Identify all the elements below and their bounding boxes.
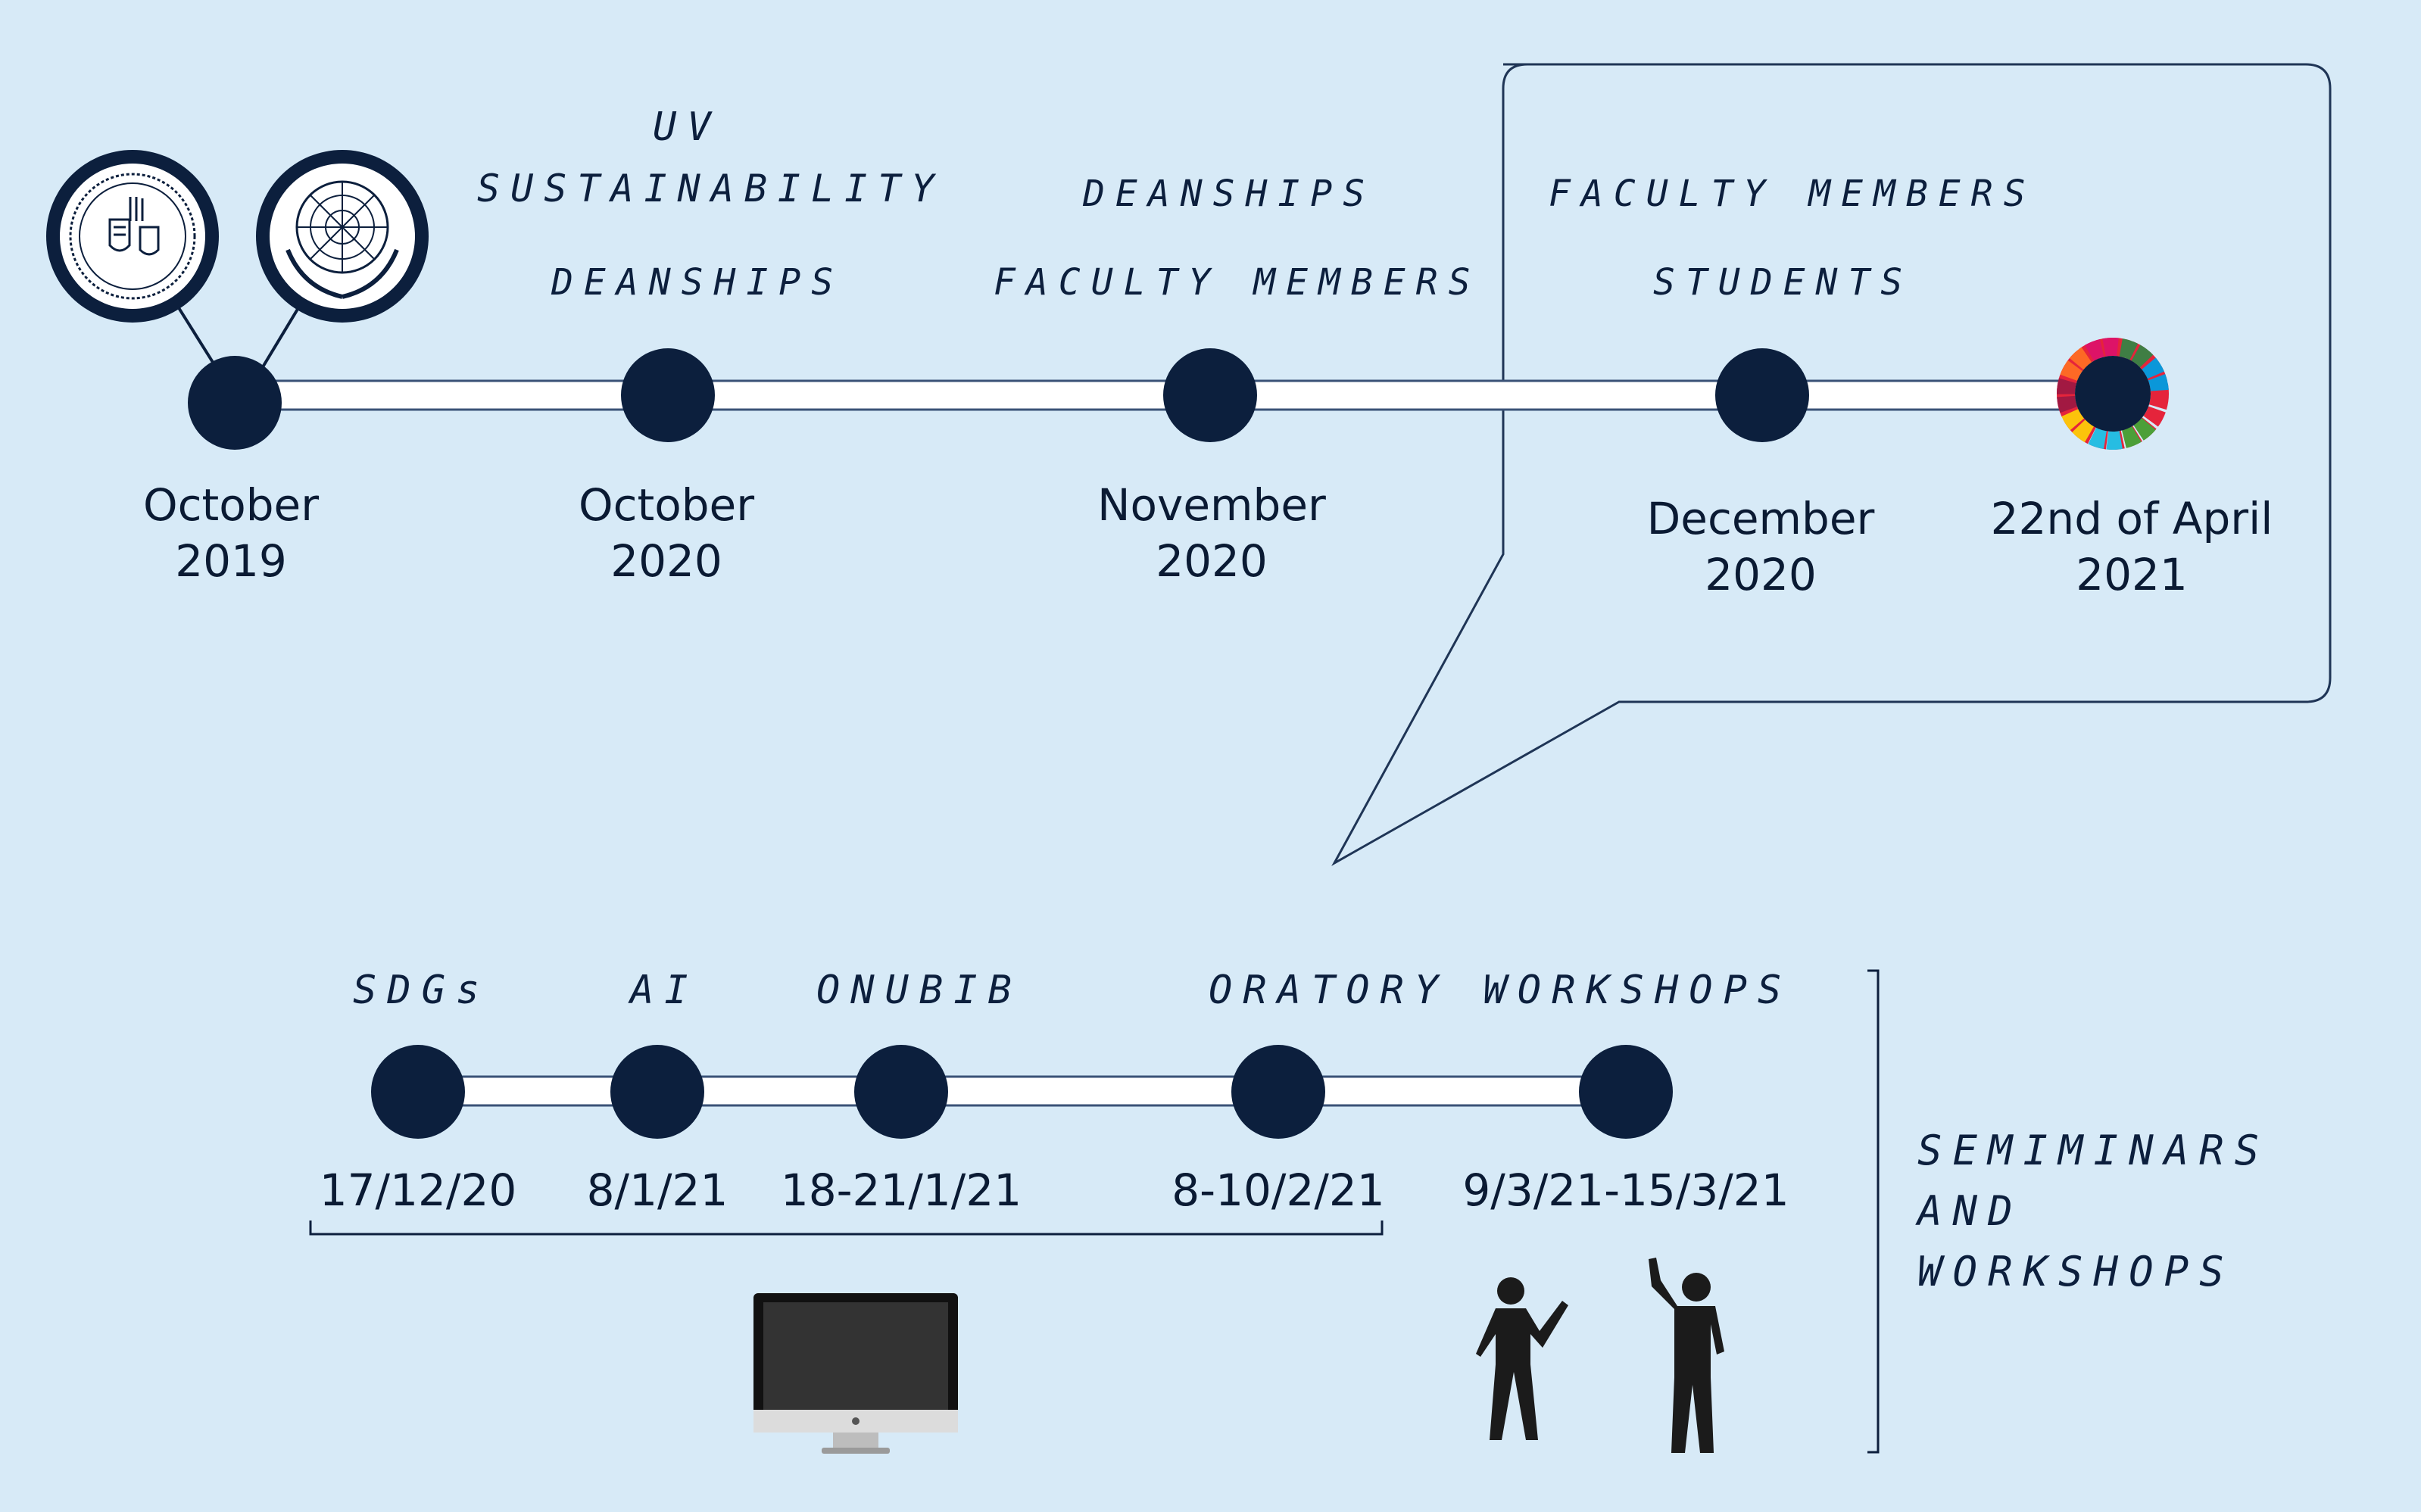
date-line1: October [578, 479, 755, 531]
timeline-node-nov-2020 [1163, 348, 1257, 442]
label-uv: UV [653, 104, 722, 150]
event-node-oratory [1231, 1045, 1325, 1139]
event-node-onubib [854, 1045, 948, 1139]
timeline-node-dec-2020 [1715, 348, 1809, 442]
date-line1: October [142, 479, 320, 531]
label-deanships-nov2020: Deanships [1083, 173, 1376, 215]
seminars-workshops-label: Semiminars and workshops [1917, 1121, 2270, 1302]
university-seal-logo [46, 150, 219, 323]
timeline-node-oct-2020 [621, 348, 715, 442]
date-oct-2019: October 2019 [114, 477, 348, 589]
event-title-sdgs: SDGs [353, 968, 491, 1013]
date-line2: 2020 [610, 535, 722, 587]
event-node-ai [610, 1045, 704, 1139]
label-deanships-oct2020: Deanships [551, 261, 844, 304]
event-date-ai: 8/1/21 [586, 1164, 728, 1216]
label-faculty-nov2020: Faculty members [994, 261, 1481, 304]
side-label-line2: and [1917, 1187, 2023, 1235]
date-line2: 2020 [1705, 549, 1817, 600]
event-node-march [1579, 1045, 1673, 1139]
sdg-color-wheel-icon [2057, 338, 2170, 450]
date-oct-2020: October 2020 [549, 477, 784, 589]
date-apr-2021: 22nd of April 2021 [1969, 491, 2295, 603]
event-date-oratory: 8-10/2/21 [1172, 1164, 1385, 1216]
event-date-sdgs: 17/12/20 [319, 1164, 517, 1216]
event-title-oratory: Oratory workshops [1209, 968, 1792, 1013]
date-line1: December [1646, 493, 1875, 544]
logo-connector-left [176, 305, 215, 365]
date-nov-2020: November 2020 [1075, 477, 1348, 589]
bottom-timeline-bar [415, 1075, 1630, 1107]
online-bracket [309, 1221, 1384, 1236]
people-icon [1476, 1258, 1724, 1453]
desktop-monitor-icon [753, 1293, 958, 1454]
event-node-sdgs [371, 1045, 465, 1139]
event-title-ai: AI [630, 968, 699, 1013]
un-emblem-logo [256, 150, 429, 323]
event-title-onubib: ONUBIB [816, 968, 1022, 1013]
event-date-onubib: 18-21/1/21 [780, 1164, 1022, 1216]
label-faculty-dec2020: Faculty members [1549, 173, 2036, 215]
timeline-node-oct-2019 [188, 356, 282, 450]
label-sustainability: Sustainability [477, 167, 945, 210]
side-label-line1: Semiminars [1917, 1127, 2270, 1174]
event-date-march: 9/3/21-15/3/21 [1462, 1164, 1789, 1216]
logo-connector-right [260, 305, 301, 371]
label-students-dec2020: Students [1653, 261, 1914, 304]
date-line1: November [1097, 479, 1326, 531]
date-dec-2020: December 2020 [1624, 491, 1897, 603]
date-line2: 2019 [175, 535, 287, 587]
side-label-line3: workshops [1917, 1248, 2235, 1295]
date-line1: 22nd of April [1990, 493, 2273, 544]
workshops-bracket [1867, 969, 1880, 1454]
callout-bubble [1331, 63, 2332, 866]
date-line2: 2020 [1156, 535, 1268, 587]
date-line2: 2021 [2076, 549, 2188, 600]
